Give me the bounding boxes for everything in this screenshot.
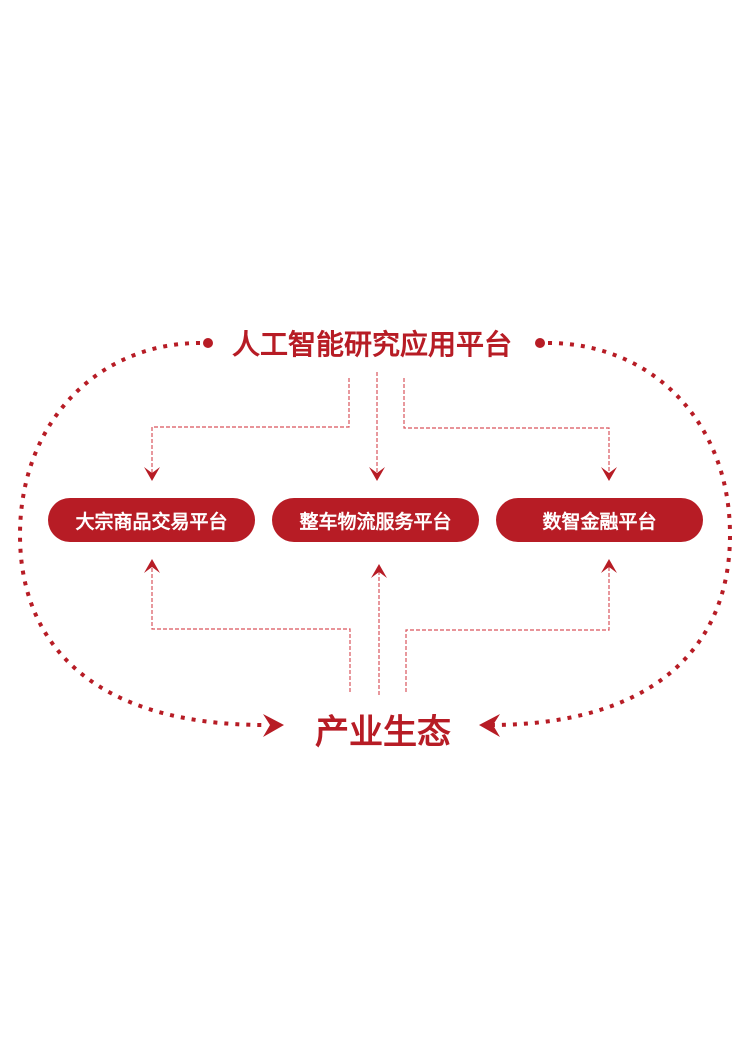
industry-ecosystem-title: 产业生态 [315,712,451,753]
arrow-up-icon [371,564,387,578]
arrow-up-icon [144,559,160,573]
arrowhead-right-icon [263,714,284,737]
platform-digital-finance: 数智金融平台 [496,498,703,542]
arrow-down-icon [369,467,385,481]
top-left-dot [203,338,213,348]
arrow-down-icon [144,467,160,481]
arrow-down-icon [601,467,617,481]
platform-commodity-trading: 大宗商品交易平台 [48,498,255,542]
flow-bottom-left [151,566,351,692]
arrowhead-left-icon [479,714,500,737]
flow-top-left [151,378,350,476]
flow-bottom-right [405,566,610,692]
top-right-dot [535,338,545,348]
ai-platform-title: 人工智能研究应用平台 [231,328,513,361]
arrow-up-icon [601,559,617,573]
flow-top-right [403,378,610,476]
platform-vehicle-logistics: 整车物流服务平台 [272,498,479,542]
